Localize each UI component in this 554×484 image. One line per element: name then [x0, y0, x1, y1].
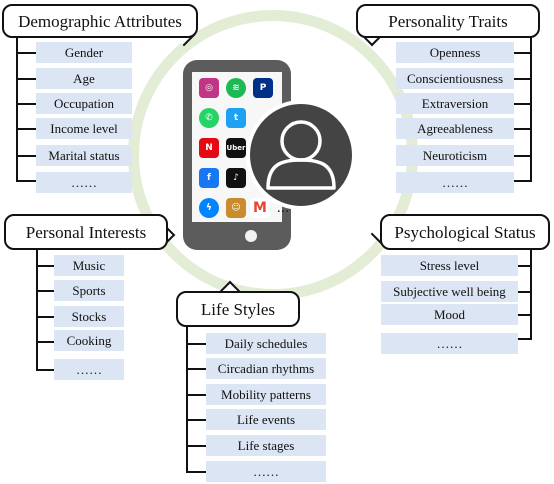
lifestyle-item: Daily schedules [206, 333, 326, 354]
demographic-attributes-title: Demographic Attributes [2, 4, 198, 38]
tree-branch [16, 180, 36, 182]
tree-branch [516, 291, 532, 293]
psychological-status-title: Psychological Status [380, 214, 550, 250]
tiktok-icon: ♪ [226, 168, 246, 188]
personality-item: Extraversion [396, 93, 514, 114]
tree-line [36, 248, 38, 370]
game-icon: ☺ [226, 198, 246, 218]
tree-branch [516, 265, 532, 267]
tree-branch [16, 78, 36, 80]
netflix-icon: N [199, 138, 219, 158]
interest-item: Music [54, 255, 124, 276]
tree-branch [512, 180, 532, 182]
tree-branch [186, 394, 206, 396]
tree-branch [516, 314, 532, 316]
demographic-item: Income level [36, 118, 132, 139]
spotify-icon: ≋ [226, 78, 246, 98]
tree-branch [512, 155, 532, 157]
demographic-item: Age [36, 68, 132, 89]
tree-line [530, 248, 532, 340]
tree-line [186, 322, 188, 472]
personality-traits-title: Personality Traits [356, 4, 540, 38]
personality-item: Agreeableness [396, 118, 514, 139]
tree-line [16, 37, 18, 182]
tree-branch [512, 128, 532, 130]
tree-branch [186, 471, 206, 473]
tree-line [530, 37, 532, 182]
demographic-item: Gender [36, 42, 132, 63]
lifestyle-item: Mobility patterns [206, 384, 326, 405]
tree-branch [16, 155, 36, 157]
interest-item: Stocks [54, 306, 124, 327]
tree-branch [186, 343, 206, 345]
tree-branch [36, 316, 54, 318]
lifestyle-item: Life events [206, 409, 326, 430]
tree-branch [512, 78, 532, 80]
user-silhouette-icon [266, 120, 336, 190]
lifestyle-item: …… [206, 461, 326, 482]
tree-branch [16, 103, 36, 105]
interest-item: Cooking [54, 330, 124, 351]
personality-item: Neuroticism [396, 145, 514, 166]
lifestyle-item: Circadian rhythms [206, 358, 326, 379]
instagram-icon: ◎ [199, 78, 219, 98]
tree-branch [16, 52, 36, 54]
tree-branch [36, 265, 54, 267]
personality-item: …… [396, 172, 514, 193]
life-styles-title: Life Styles [176, 291, 300, 327]
tree-branch [186, 419, 206, 421]
demographic-item: Occupation [36, 93, 132, 114]
home-button-icon [245, 230, 257, 242]
person-avatar-icon [246, 100, 356, 210]
psychological-item: Stress level [381, 255, 518, 276]
twitter-icon: t [226, 108, 246, 128]
lifestyle-item: Life stages [206, 435, 326, 456]
messenger-icon: ϟ [199, 198, 219, 218]
psychological-item: Mood [381, 304, 518, 325]
tree-branch [16, 128, 36, 130]
tree-branch [512, 103, 532, 105]
gmail-icon: M [250, 198, 270, 218]
tree-branch [516, 338, 532, 340]
demographic-item: Marital status [36, 145, 132, 166]
interest-item: …… [54, 359, 124, 380]
demographic-item: …… [36, 172, 132, 193]
interest-item: Sports [54, 280, 124, 301]
tree-branch [512, 52, 532, 54]
psychological-item: Subjective well being [381, 281, 518, 302]
tree-branch [36, 290, 54, 292]
uber-icon: Uber [226, 138, 246, 158]
personality-item: Conscientiousness [396, 68, 514, 89]
personality-item: Openness [396, 42, 514, 63]
personal-interests-title: Personal Interests [4, 214, 168, 250]
tree-branch [186, 368, 206, 370]
facebook-icon: f [199, 168, 219, 188]
tree-branch [36, 369, 54, 371]
whatsapp-icon: ✆ [199, 108, 219, 128]
tree-branch [186, 445, 206, 447]
tree-branch [36, 341, 54, 343]
paypal-icon: P [253, 78, 273, 98]
psychological-item: …… [381, 333, 518, 354]
